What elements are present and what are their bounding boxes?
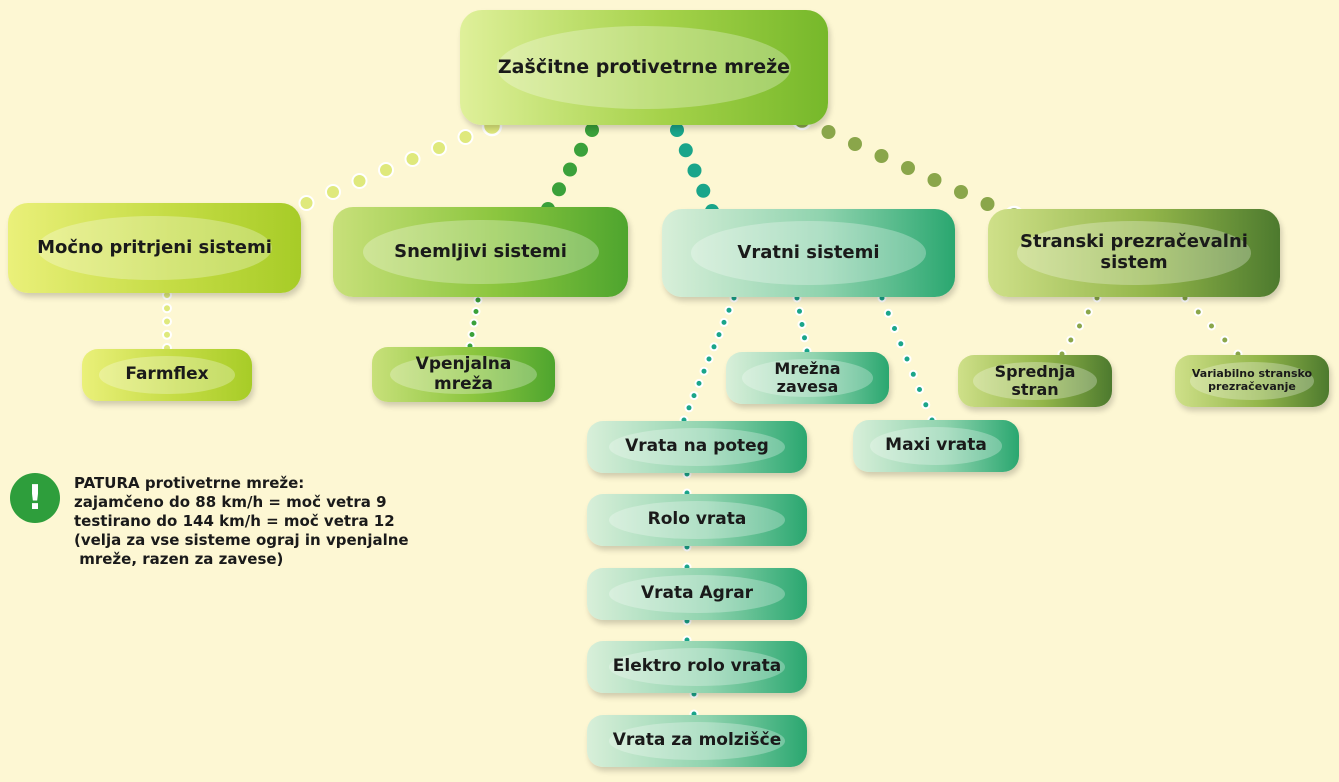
connector-dot [684, 403, 694, 413]
category-mocno: Močno pritrjeni sistemi [8, 203, 301, 293]
connector-dot [896, 339, 906, 349]
connector-dot [689, 391, 699, 401]
connector-dot [351, 173, 368, 189]
connector-dot [848, 137, 862, 151]
item-molzisce: Vrata za molzišče [587, 715, 807, 767]
connector-dot [699, 366, 709, 376]
connector-dot [457, 129, 474, 145]
connector-dot [704, 354, 714, 364]
exclamation-icon: ! [10, 473, 60, 523]
connector-dot [719, 317, 729, 327]
connector-dot [162, 316, 172, 327]
category-vratni: Vratni sistemi [662, 209, 955, 297]
connector-dot [687, 163, 702, 178]
root-node: Zaščitne protivetrne mreže [460, 10, 828, 125]
connector-dot [980, 197, 995, 211]
connector-dot [908, 369, 918, 379]
connector-dot [714, 330, 724, 340]
connector-dot [1220, 335, 1230, 345]
connector-dot [1066, 335, 1076, 345]
connector-dot [1207, 321, 1216, 331]
item-agrar: Vrata Agrar [587, 568, 807, 620]
connector-dot [800, 333, 809, 343]
connector-dot [696, 183, 711, 198]
connector-dot [378, 162, 394, 178]
note-line: (velja za vse sisteme ograj in vpenjalne [74, 531, 409, 549]
connector-dot [795, 306, 804, 316]
connector-dot [883, 308, 893, 318]
connector-dot [901, 161, 915, 175]
connector-dot [874, 149, 889, 163]
note-line: PATURA protivetrne mreže: [74, 474, 305, 492]
connector-dot [431, 140, 447, 156]
connector-dot [471, 307, 481, 316]
connector-dot [325, 184, 341, 200]
connector-dot [1075, 321, 1084, 331]
connector-dot [574, 142, 588, 157]
item-vpenjalna: Vpenjalna mreža [372, 347, 555, 402]
info-note: PATURA protivetrne mreže: zajamčeno do 8… [74, 474, 494, 569]
item-farmflex: Farmflex [82, 349, 252, 401]
connector-dot [797, 320, 807, 329]
note-line: zajamčeno do 88 km/h = moč vetra 9 [74, 493, 387, 511]
connector-dot [694, 378, 704, 388]
connector-dot [162, 303, 172, 314]
item-rolo: Rolo vrata [587, 494, 807, 546]
connector-dot [821, 125, 836, 139]
connector-dot [902, 354, 912, 364]
item-mrezna: Mrežna zavesa [726, 352, 889, 404]
item-sprednja: Sprednja stran [958, 355, 1112, 407]
connector-dot [1193, 307, 1203, 317]
item-elektro: Elektro rolo vrata [587, 641, 807, 693]
connector-dot [921, 400, 931, 410]
connector-dot [915, 385, 924, 394]
connector-dot [467, 330, 477, 339]
connector-dot [709, 342, 719, 352]
connector-dot [298, 195, 315, 211]
note-line: testirano do 144 km/h = moč vetra 12 [74, 512, 395, 530]
category-stranski: Stranski prezračevalni sistem [988, 209, 1280, 297]
item-vrata-poteg: Vrata na poteg [587, 421, 807, 473]
connector-dot [954, 185, 968, 199]
connector-dot [473, 295, 483, 305]
connector-dot [890, 324, 899, 333]
connector-dot [927, 173, 942, 187]
note-line: mreže, razen za zavese) [74, 550, 284, 568]
item-variabilno: Variabilno stransko prezračevanje [1175, 355, 1329, 407]
connector-dot [670, 123, 684, 137]
connector-dot [678, 143, 693, 158]
root-label: Zaščitne protivetrne mreže [497, 55, 791, 78]
connector-dot [563, 162, 577, 177]
connector-dot [552, 182, 566, 197]
connector-dot [404, 151, 421, 167]
category-snemljivi: Snemljivi sistemi [333, 207, 628, 297]
connector-dot [469, 318, 479, 328]
connector-dot [1083, 307, 1093, 317]
connector-dot [724, 305, 734, 315]
connector-dot [585, 123, 599, 137]
item-maxi: Maxi vrata [853, 420, 1019, 472]
connector-dot [162, 329, 172, 340]
